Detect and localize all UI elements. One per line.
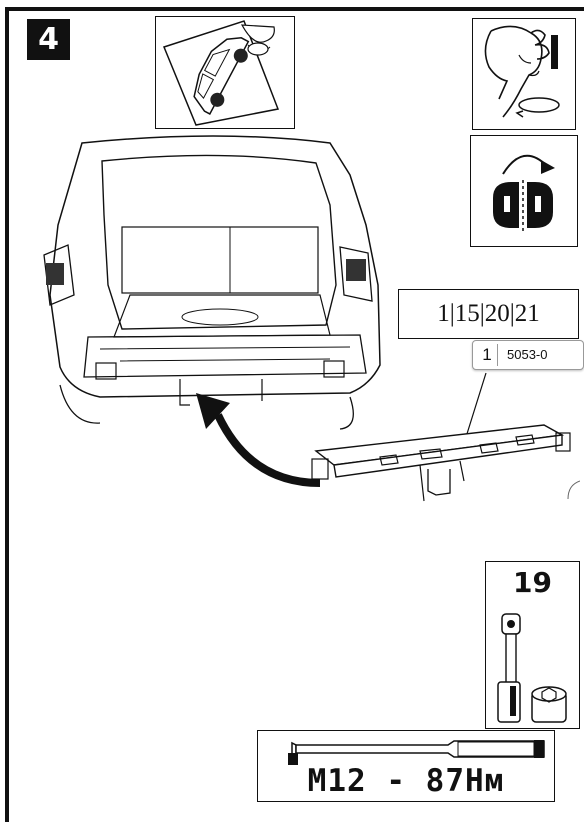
rotate-clockwise-icon [470,135,578,247]
part-label-number: 1 [477,344,498,366]
mounting-arrow [196,393,321,487]
socket-size-label: 19 [513,566,552,599]
page-border-top [5,7,584,11]
part-label-code: 5053-0 [507,347,548,362]
towbar-crossmember [311,372,580,502]
parts-reference: 1|15|20|21 [398,289,579,339]
hand-tighten-icon [472,18,576,130]
torque-wrench-icon: M12 - 87Нм [257,730,555,802]
page-border-left [5,7,9,822]
vehicle-rear-illustration [43,135,381,430]
car-lift-icon [155,16,295,129]
step-number: 4 [27,19,70,60]
socket-wrench-icon: 19 [485,561,580,729]
part-label: 1 5053-0 [472,340,584,370]
torque-spec: M12 - 87Нм [307,763,505,799]
